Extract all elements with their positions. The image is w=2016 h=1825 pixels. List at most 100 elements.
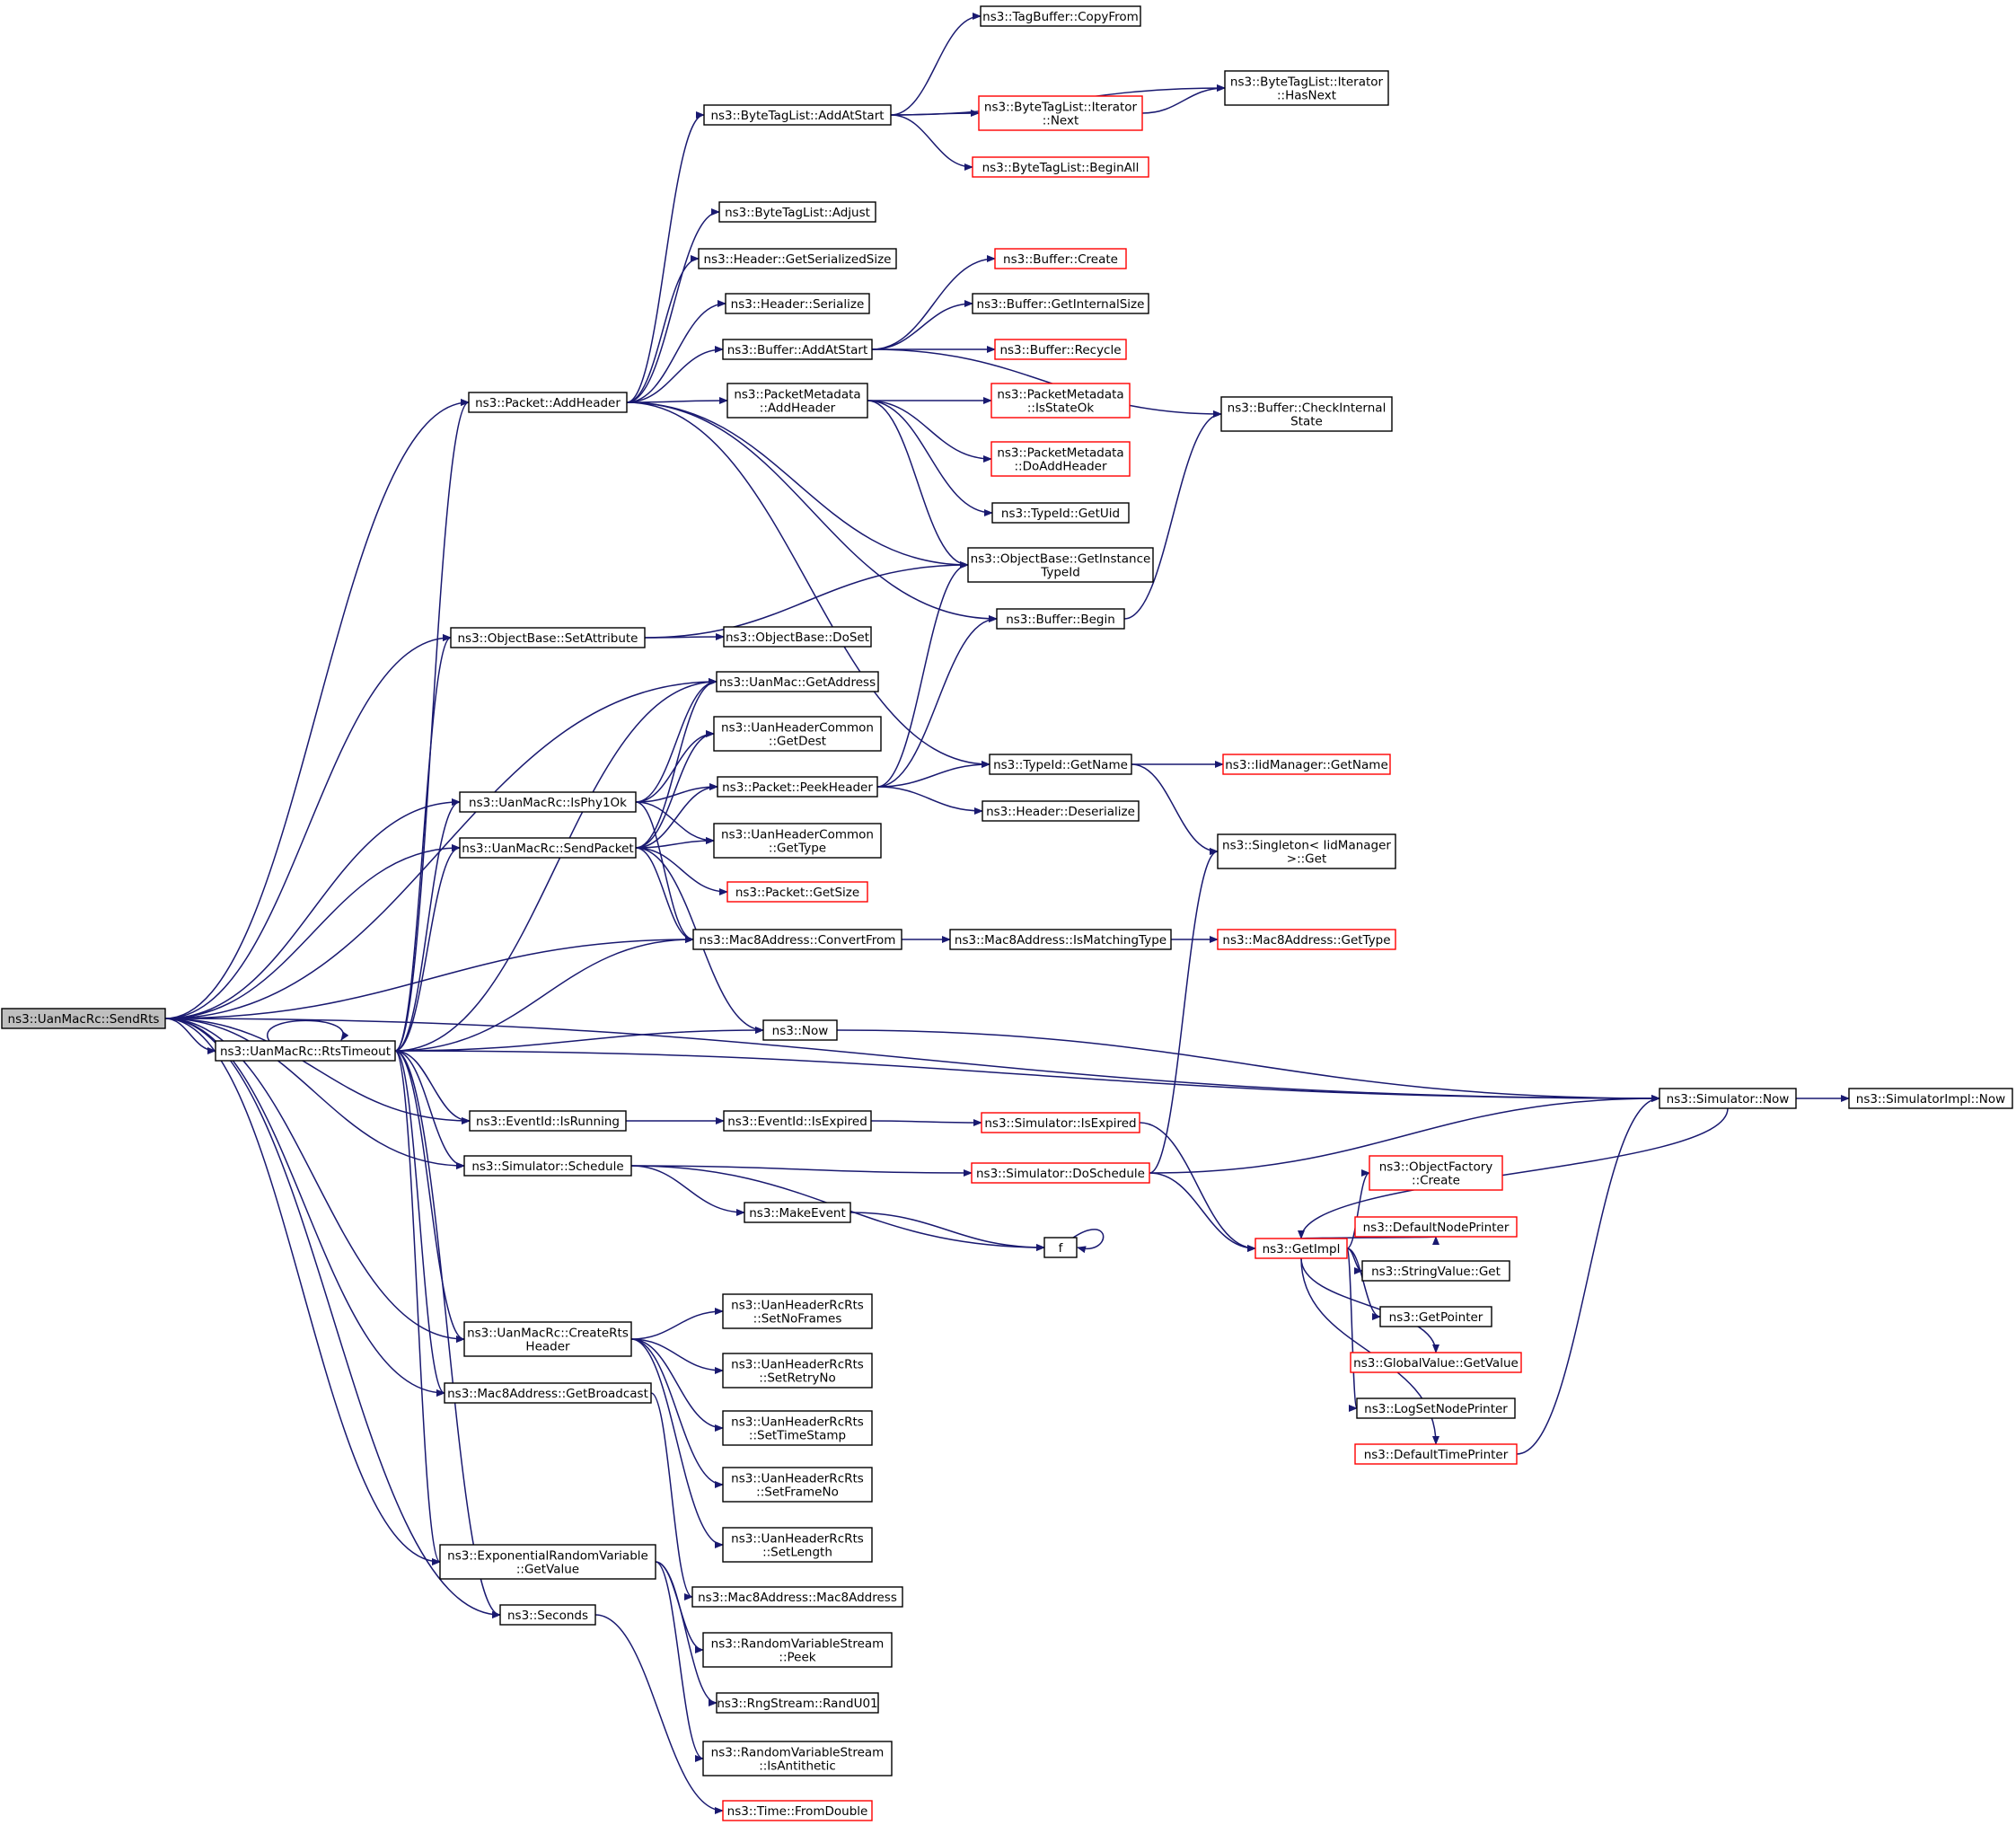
node-label: ns3::Mac8Address::ConvertFrom: [700, 933, 896, 948]
function-node[interactable]: ns3::GetPointer: [1379, 1306, 1492, 1327]
function-node[interactable]: ns3::ByteTagList::AddAtStart: [703, 104, 892, 126]
function-node[interactable]: ns3::UanHeaderRcRts::SetFrameNo: [722, 1467, 873, 1503]
function-node[interactable]: ns3::Buffer::Recycle: [994, 339, 1127, 360]
function-node[interactable]: ns3::Buffer::AddAtStart: [722, 339, 873, 360]
call-edge: [655, 1561, 717, 1706]
node-box: [1217, 929, 1396, 950]
function-node[interactable]: ns3::Simulator::IsExpired: [981, 1112, 1140, 1133]
function-node[interactable]: ns3::Header::GetSerializedSize: [698, 248, 897, 269]
function-node[interactable]: ns3::Now: [762, 1019, 838, 1041]
function-node[interactable]: ns3::UanMacRc::IsPhy1Ok: [459, 791, 637, 813]
function-node[interactable]: ns3::DefaultTimePrinter: [1354, 1443, 1518, 1465]
function-node[interactable]: ns3::UanHeaderRcRts::SetTimeStamp: [722, 1410, 873, 1446]
function-node[interactable]: ns3::ByteTagList::Iterator::Next: [978, 95, 1143, 131]
function-node[interactable]: ns3::Simulator::DoSchedule: [971, 1162, 1150, 1184]
function-node[interactable]: ns3::UanMacRc::SendPacket: [459, 837, 637, 859]
function-node[interactable]: ns3::Mac8Address::IsMatchingType: [949, 929, 1172, 950]
function-node[interactable]: ns3::MakeEvent: [744, 1202, 851, 1223]
node-label: ns3::RandomVariableStream: [711, 1746, 885, 1760]
function-node[interactable]: ns3::ObjectBase::SetAttribute: [450, 627, 646, 648]
function-node[interactable]: ns3::EventId::IsExpired: [723, 1110, 872, 1132]
node-label: ::HasNext: [1277, 89, 1336, 103]
function-node[interactable]: ns3::StringValue::Get: [1361, 1260, 1510, 1282]
node-label: ::SetTimeStamp: [749, 1429, 846, 1443]
node-box: [723, 626, 872, 648]
function-node[interactable]: ns3::UanMac::GetAddress: [716, 671, 879, 692]
node-label: ns3::UanMac::GetAddress: [719, 675, 876, 690]
call-edge: [635, 801, 694, 943]
node-box: [703, 104, 892, 126]
function-node[interactable]: ns3::Buffer::Create: [994, 248, 1127, 269]
function-node[interactable]: ns3::Time::FromDouble: [722, 1800, 873, 1821]
node-box: [459, 837, 637, 859]
function-node[interactable]: ns3::ObjectFactory::Create: [1369, 1155, 1503, 1191]
node-label: ns3::EventId::IsExpired: [727, 1115, 867, 1129]
function-node[interactable]: ns3::RandomVariableStream::Peek: [702, 1632, 893, 1668]
function-node[interactable]: ns3::UanHeaderRcRts::SetRetryNo: [722, 1353, 873, 1389]
function-node[interactable]: ns3::Mac8Address::Mac8Address: [691, 1586, 903, 1608]
node-box: [1222, 754, 1391, 775]
function-node[interactable]: ns3::Simulator::Now: [1659, 1088, 1797, 1109]
node-box: [215, 1040, 396, 1062]
function-node[interactable]: ns3::Mac8Address::GetType: [1217, 929, 1396, 950]
function-node[interactable]: ns3::Seconds: [499, 1604, 596, 1626]
function-node[interactable]: ns3::ByteTagList::Iterator::HasNext: [1224, 70, 1389, 106]
function-node[interactable]: ns3::Mac8Address::GetBroadcast: [444, 1382, 652, 1404]
function-node[interactable]: ns3::Buffer::Begin: [996, 608, 1125, 630]
function-node[interactable]: ns3::TypeId::GetUid: [991, 502, 1130, 524]
node-label: ns3::Buffer::Create: [1003, 252, 1118, 267]
node-box: [1, 1008, 166, 1029]
call-edge: [394, 844, 461, 1052]
node-box: [444, 1382, 652, 1404]
function-node[interactable]: ns3::PacketMetadata::AddHeader: [726, 383, 868, 419]
function-node[interactable]: ns3::UanHeaderRcRts::SetLength: [722, 1527, 873, 1563]
function-node[interactable]: ns3::Packet::PeekHeader: [717, 776, 878, 798]
function-node[interactable]: ns3::TypeId::GetName: [989, 754, 1132, 775]
node-box: [967, 547, 1154, 583]
function-node[interactable]: ns3::Mac8Address::ConvertFrom: [692, 929, 902, 950]
function-node[interactable]: ns3::IidManager::GetName: [1222, 754, 1391, 775]
function-node[interactable]: ns3::UanHeaderRcRts::SetNoFrames: [722, 1293, 873, 1329]
function-node[interactable]: ns3::SimulatorImpl::Now: [1848, 1088, 2013, 1109]
function-node[interactable]: ns3::Simulator::Schedule: [463, 1155, 632, 1177]
function-node[interactable]: ns3::ObjectBase::DoSet: [723, 626, 872, 648]
function-node[interactable]: ns3::LogSetNodePrinter: [1356, 1397, 1516, 1419]
node-box: [726, 881, 868, 903]
function-node[interactable]: ns3::Header::Serialize: [725, 293, 870, 314]
function-node[interactable]: f: [1043, 1237, 1078, 1258]
function-node[interactable]: ns3::ByteTagList::Adjust: [718, 201, 876, 223]
call-edge: [394, 1050, 1660, 1102]
function-node[interactable]: ns3::UanMacRc::RtsTimeout: [215, 1040, 396, 1062]
function-node[interactable]: ns3::PacketMetadata::IsStateOk: [990, 383, 1131, 419]
function-node[interactable]: ns3::DefaultNodePrinter: [1354, 1216, 1518, 1238]
function-node[interactable]: ns3::UanHeaderCommon::GetType: [713, 823, 882, 859]
function-node[interactable]: ns3::EventId::IsRunning: [469, 1110, 627, 1132]
function-node[interactable]: ns3::Buffer::GetInternalSize: [972, 293, 1149, 314]
call-edge: [1298, 1107, 1729, 1239]
function-node[interactable]: ns3::Singleton< IidManager >::Get: [1217, 833, 1396, 869]
function-node[interactable]: ns3::GetImpl: [1254, 1238, 1348, 1259]
function-node[interactable]: ns3::UanMacRc::SendRts: [1, 1008, 166, 1029]
function-node[interactable]: ns3::GlobalValue::GetValue: [1350, 1352, 1522, 1373]
node-label: ns3::EventId::IsRunning: [476, 1115, 620, 1129]
function-node[interactable]: ns3::UanHeaderCommon::GetDest: [713, 716, 882, 752]
function-node[interactable]: ns3::RandomVariableStream::IsAntithetic: [702, 1741, 893, 1777]
function-node[interactable]: ns3::TagBuffer::CopyFrom: [980, 5, 1141, 27]
function-node[interactable]: ns3::PacketMetadata::DoAddHeader: [990, 441, 1131, 477]
node-label: ns3::Buffer::AddAtStart: [727, 343, 868, 357]
function-node[interactable]: ns3::RngStream::RandU01: [716, 1692, 879, 1714]
function-node[interactable]: ns3::Packet::AddHeader: [468, 392, 628, 413]
node-box: [981, 1112, 1140, 1133]
node-label: ns3::IidManager::GetName: [1225, 758, 1388, 772]
function-node[interactable]: ns3::Packet::GetSize: [726, 881, 868, 903]
function-node[interactable]: ns3::Header::Deserialize: [982, 800, 1140, 822]
call-edge: [635, 801, 715, 844]
node-label: ns3::UanHeaderCommon: [721, 721, 874, 736]
call-edge: [626, 300, 726, 403]
function-node[interactable]: ns3::ByteTagList::BeginAll: [972, 156, 1149, 178]
function-node[interactable]: ns3::ExponentialRandomVariable::GetValue: [439, 1544, 656, 1580]
call-edge: [626, 346, 724, 403]
